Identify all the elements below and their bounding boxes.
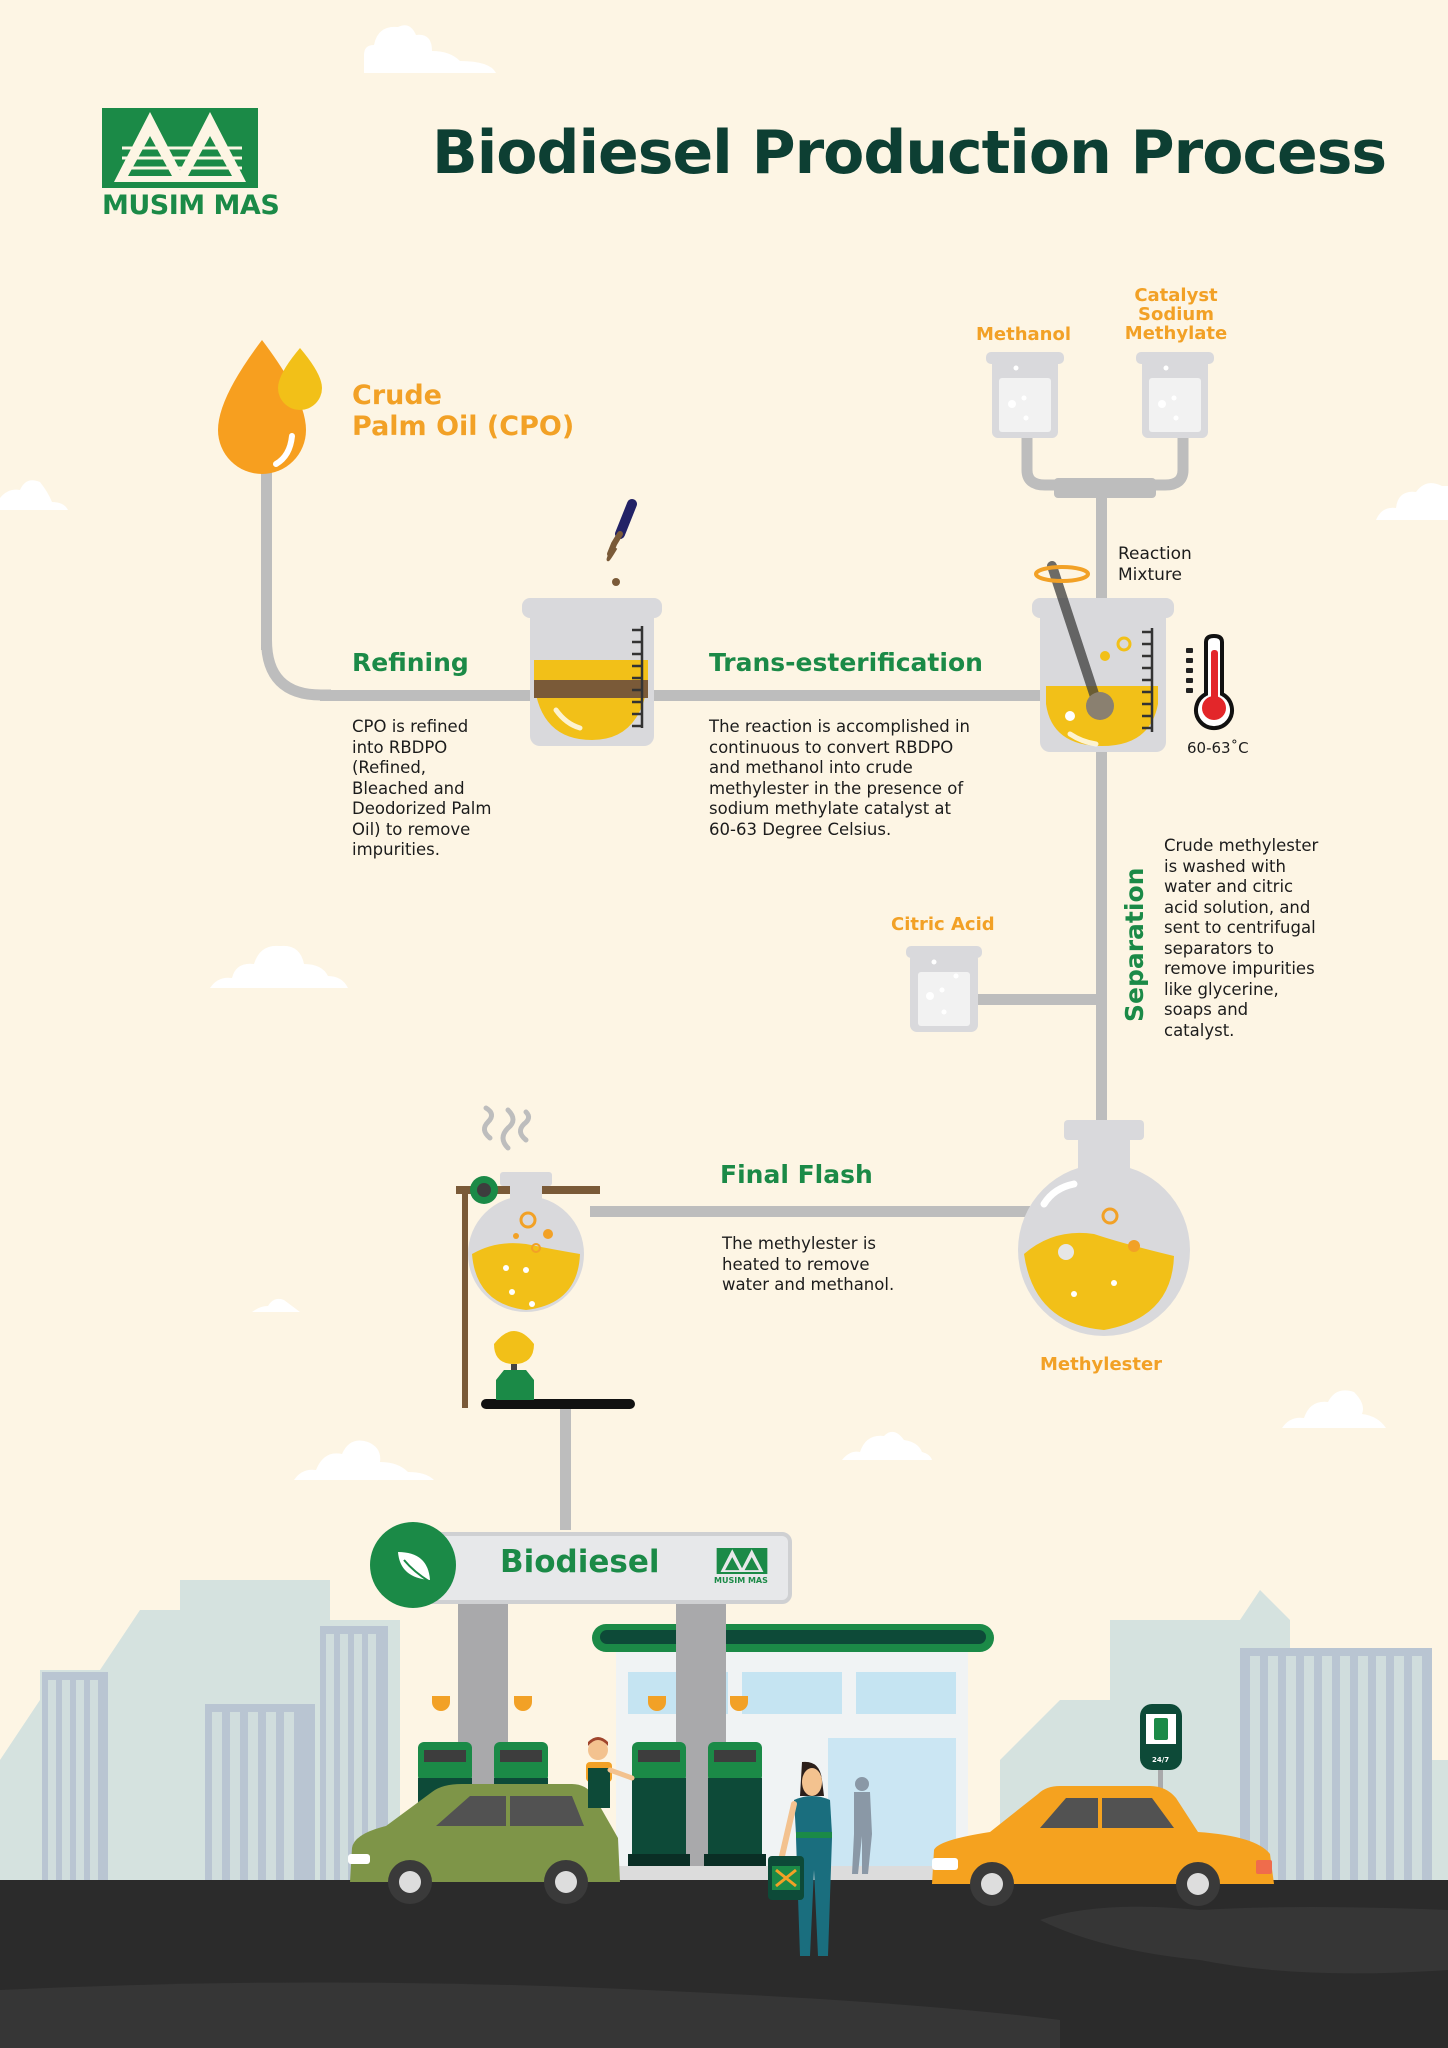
desc-line: water and methanol.: [722, 1275, 895, 1294]
cpo-label: Crude Palm Oil (CPO): [352, 380, 574, 442]
citric-acid-label: Citric Acid: [891, 914, 995, 935]
roadside-sign-text: 24/7: [1152, 1756, 1170, 1764]
reaction-mixture-label: Reaction Mixture: [1118, 544, 1192, 585]
desc-line: sodium methylate catalyst at: [709, 799, 952, 818]
station-canopy-inner: [600, 1630, 986, 1644]
desc-line: continuous to convert RBDPO: [709, 737, 954, 757]
step-heading-refining: Refining: [352, 648, 469, 677]
step-description-refining: CPO is refined into RBDPO (Refined, Blea…: [352, 717, 491, 861]
cloud-decoration: [252, 1298, 300, 1312]
roadside-sign-pole: [1158, 1766, 1163, 1796]
catalyst-label-line1: Catalyst: [1134, 285, 1218, 306]
pipe-manifold: [1021, 435, 1189, 498]
shopper-silhouette-icon: [852, 1777, 872, 1874]
station-window: [856, 1672, 956, 1714]
desc-line: catalyst.: [1164, 1020, 1235, 1040]
desc-line: water and citric: [1164, 877, 1294, 896]
oil-drop-icon: [218, 340, 322, 474]
desc-line: heated to remove: [722, 1254, 870, 1274]
reaction-mixture-line1: Reaction: [1118, 544, 1192, 564]
desc-line: Oil) to remove: [352, 819, 471, 839]
heating-flask-stand-icon: [456, 1105, 635, 1409]
desc-line: Crude methylester: [1164, 836, 1319, 855]
desc-line: 60-63 Degree Celsius.: [709, 819, 892, 839]
desc-line: into RBDPO: [352, 737, 448, 757]
desc-line: separators to: [1164, 938, 1274, 958]
desc-line: and methanol into crude: [709, 758, 913, 777]
pipe-refining-horizontal: [320, 690, 1040, 701]
logo-text: MUSIM MAS: [102, 190, 280, 221]
desc-line: soaps and: [1164, 1000, 1249, 1019]
reaction-mixture-line2: Mixture: [1118, 564, 1182, 585]
thermometer-icon: [1186, 633, 1234, 731]
desc-line: like glycerine,: [1164, 979, 1279, 999]
methylester-label: Methylester: [1040, 1354, 1163, 1375]
desc-line: Bleached and: [352, 778, 465, 798]
temperature-label: 60-63˚C: [1187, 739, 1249, 757]
biodiesel-sign: [404, 1532, 792, 1604]
desc-line: CPO is refined: [352, 717, 469, 736]
cloud-decoration: [842, 1431, 932, 1460]
step-description-trans-esterification: The reaction is accomplished in continuo…: [709, 717, 970, 840]
catalyst-label-line2: Sodium: [1138, 304, 1214, 325]
customer-person-icon: [768, 1761, 832, 1956]
sign-logo-text: MUSIM MAS: [714, 1576, 768, 1585]
pipe-to-station: [560, 1400, 571, 1530]
desc-line: acid solution, and: [1164, 897, 1311, 917]
desc-line: impurities.: [352, 840, 441, 859]
pipe-vertical-main: [1096, 490, 1107, 1120]
methylester-flask-icon: [1018, 1120, 1190, 1336]
desc-line: Deodorized Palm: [352, 799, 492, 818]
step-description-separation: Crude methylester is washed with water a…: [1164, 836, 1318, 1041]
cpo-label-line1: Crude: [352, 380, 442, 411]
pipe-citric: [970, 994, 1100, 1005]
station-window: [742, 1672, 842, 1714]
cloud-decoration: [210, 945, 348, 988]
catalyst-label-line3: Methylate: [1124, 323, 1228, 344]
cloud-decoration: [0, 480, 68, 510]
desc-line: methylester in the presence of: [709, 778, 964, 798]
road: [0, 1880, 1448, 2048]
leaf-icon: [370, 1522, 456, 1608]
desc-line: sent to centrifugal: [1164, 918, 1316, 937]
reaction-beaker-icon: [1032, 561, 1174, 752]
lamp-icon: [432, 1696, 748, 1711]
biodiesel-sign-label: Biodiesel: [500, 1544, 660, 1580]
cloud-decoration: [364, 25, 496, 73]
step-heading-final-flash: Final Flash: [720, 1160, 873, 1189]
pipe-corner: [261, 639, 331, 701]
attendant-person-icon: [586, 1737, 635, 1808]
cloud-decoration: [1282, 1390, 1386, 1428]
step-heading-trans-esterification: Trans-esterification: [709, 648, 983, 677]
catalyst-beaker-icon: [1136, 352, 1214, 438]
cloud-decoration: [294, 1440, 434, 1480]
pipe-cpo-down: [261, 470, 272, 650]
step-heading-separation: Separation: [1120, 867, 1149, 1022]
cpo-label-line2: Palm Oil (CPO): [352, 411, 575, 442]
fuel-pump-icon-glyph: [1154, 1718, 1168, 1740]
desc-line: (Refined,: [352, 758, 427, 777]
cloud-decoration: [1376, 483, 1448, 520]
catalyst-label: Catalyst Sodium Methylate: [1124, 286, 1228, 343]
green-car-icon: [348, 1784, 620, 1904]
sign-musim-mas-logo-icon: [716, 1548, 768, 1574]
methanol-beaker-icon: [986, 352, 1064, 438]
desc-line: The methylester is: [722, 1234, 877, 1253]
yellow-car-icon: [932, 1786, 1274, 1906]
desc-line: The reaction is accomplished in: [709, 717, 970, 736]
musim-mas-logo-icon: [102, 108, 258, 188]
pipe-final-flash: [590, 1206, 1030, 1217]
step-description-final-flash: The methylester is heated to remove wate…: [722, 1234, 894, 1296]
citric-acid-beaker-icon: [906, 946, 982, 1032]
desc-line: remove impurities: [1164, 959, 1315, 978]
page-title: Biodiesel Production Process: [432, 118, 1387, 188]
methanol-label: Methanol: [976, 324, 1072, 345]
desc-line: is washed with: [1164, 856, 1286, 876]
refining-beaker-icon: [522, 499, 662, 746]
